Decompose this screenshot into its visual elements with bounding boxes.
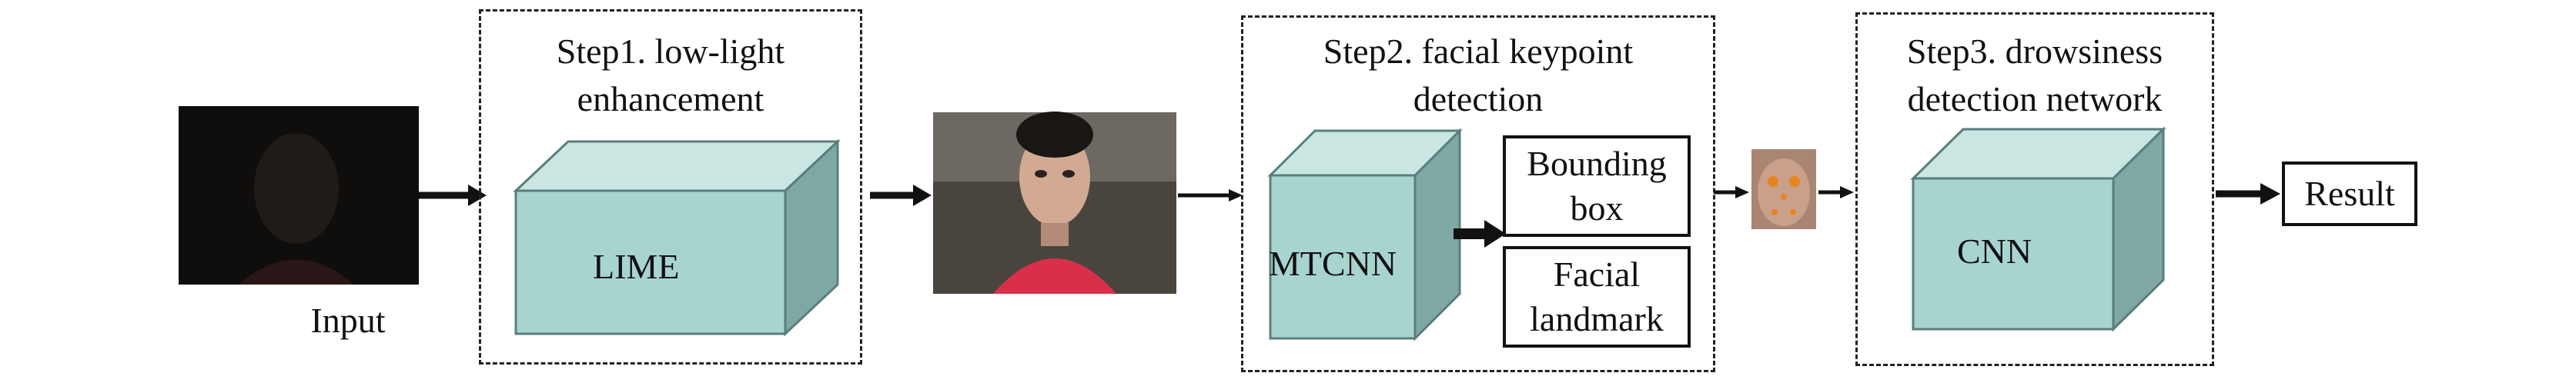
mtcnn-cube [1267, 128, 1463, 341]
facial-landmark-output: Facial landmark [1503, 246, 1691, 348]
enhanced-photo-detail [933, 112, 1176, 294]
result-box: Result [2282, 162, 2417, 226]
bounding-box-output: Bounding box [1503, 135, 1691, 237]
step2-frame [1241, 15, 1715, 372]
step1-title-line1: Step1. low-light [556, 32, 785, 71]
step1-frame [479, 9, 862, 365]
mtcnn-label: MTCNN [1269, 244, 1397, 283]
step3-title-line2: detection network [1907, 79, 2163, 118]
input-photo-detail [179, 106, 419, 285]
cnn-label: CNN [1957, 231, 2032, 271]
input-label: Input [310, 301, 386, 340]
step3-frame [1855, 12, 2214, 366]
step3-title-line1: Step3. drowsiness [1906, 32, 2163, 71]
bounding-box-line1: Bounding [1527, 144, 1667, 183]
step1-title-line2: enhancement [577, 79, 764, 118]
flow-arrows [419, 183, 2280, 248]
facial-landmark-line2: landmark [1530, 299, 1664, 338]
step2-title-line1: Step2. facial keypoint [1323, 32, 1634, 71]
face-crop-detail [1751, 149, 1816, 229]
lime-label: LIME [593, 247, 680, 286]
lime-cube [513, 138, 841, 337]
bounding-box-line2: box [1570, 188, 1624, 228]
step2-title-line2: detection [1413, 79, 1544, 118]
cnn-cube [1910, 126, 2166, 332]
result-label: Result [2304, 174, 2395, 213]
facial-landmark-line1: Facial [1553, 255, 1641, 294]
